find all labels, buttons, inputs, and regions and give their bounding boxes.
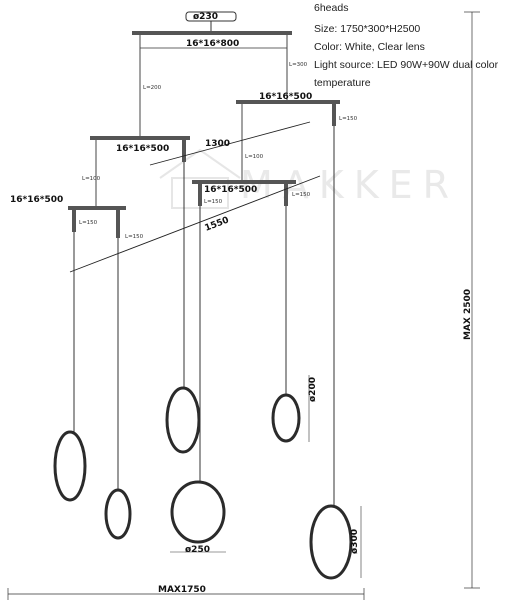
bar-right-upper	[236, 100, 340, 104]
spec-size: Size: 1750*300*H2500	[314, 23, 421, 35]
cable-label-l100b: L=100	[245, 154, 264, 160]
ring-far-left	[53, 430, 87, 502]
bar-left-mid-dimension: 16*16*500	[116, 144, 169, 154]
spec-light-source: Light source: LED 90W+90W dual color	[314, 59, 499, 71]
ring-250-dimension: ø250	[185, 545, 210, 555]
canopy-dimension: ø230	[193, 12, 218, 22]
spec-heads: 6heads	[314, 2, 349, 14]
cable-label-l300: L=300	[289, 62, 308, 68]
ring-center-upper	[165, 386, 201, 454]
ring-center-lower	[170, 480, 226, 544]
spec-color: Color: White, Clear lens	[314, 41, 425, 53]
ring-right-large	[309, 504, 353, 580]
bar-right-dimension: 16*16*500	[259, 92, 312, 102]
max-height-dimension: MAX 2500	[463, 289, 473, 340]
diagonal-1300-dimension: 1300	[205, 139, 230, 149]
cable-label-l150c: L=150	[125, 234, 144, 240]
ring-left-small	[104, 488, 132, 540]
cable-label-l200: L=200	[143, 85, 162, 91]
cable-label-l100a: L=100	[82, 176, 101, 182]
top-bar	[132, 31, 292, 35]
cable-label-l150a: L=150	[79, 220, 98, 226]
top-bar-dimension: 16*16*800	[186, 39, 239, 49]
bar-far-left-dimension: 16*16*500	[10, 195, 63, 205]
ring-right-small	[271, 393, 301, 443]
diagonal-1550-dimension: 1550	[203, 215, 230, 233]
diagonal-1550-line	[69, 175, 321, 273]
bar-center-dimension: 16*16*500	[204, 185, 257, 195]
diagonal-1300-line	[149, 121, 311, 166]
cable-label-l150e: L=150	[339, 116, 358, 122]
bar-far-left	[68, 206, 126, 210]
max-width-dimension: MAX1750	[158, 585, 206, 595]
cable-label-l150b: L=150	[204, 199, 223, 205]
watermark-text: MAKKER	[240, 163, 459, 207]
bar-center	[192, 180, 296, 184]
spec-light-source-cont: temperature	[314, 77, 371, 89]
cable-label-l150d: L=150	[292, 192, 311, 198]
bar-left-middle	[90, 136, 190, 140]
ring-300-dimension: ø300	[350, 529, 360, 554]
ring-200-dimension: ø200	[308, 377, 318, 402]
